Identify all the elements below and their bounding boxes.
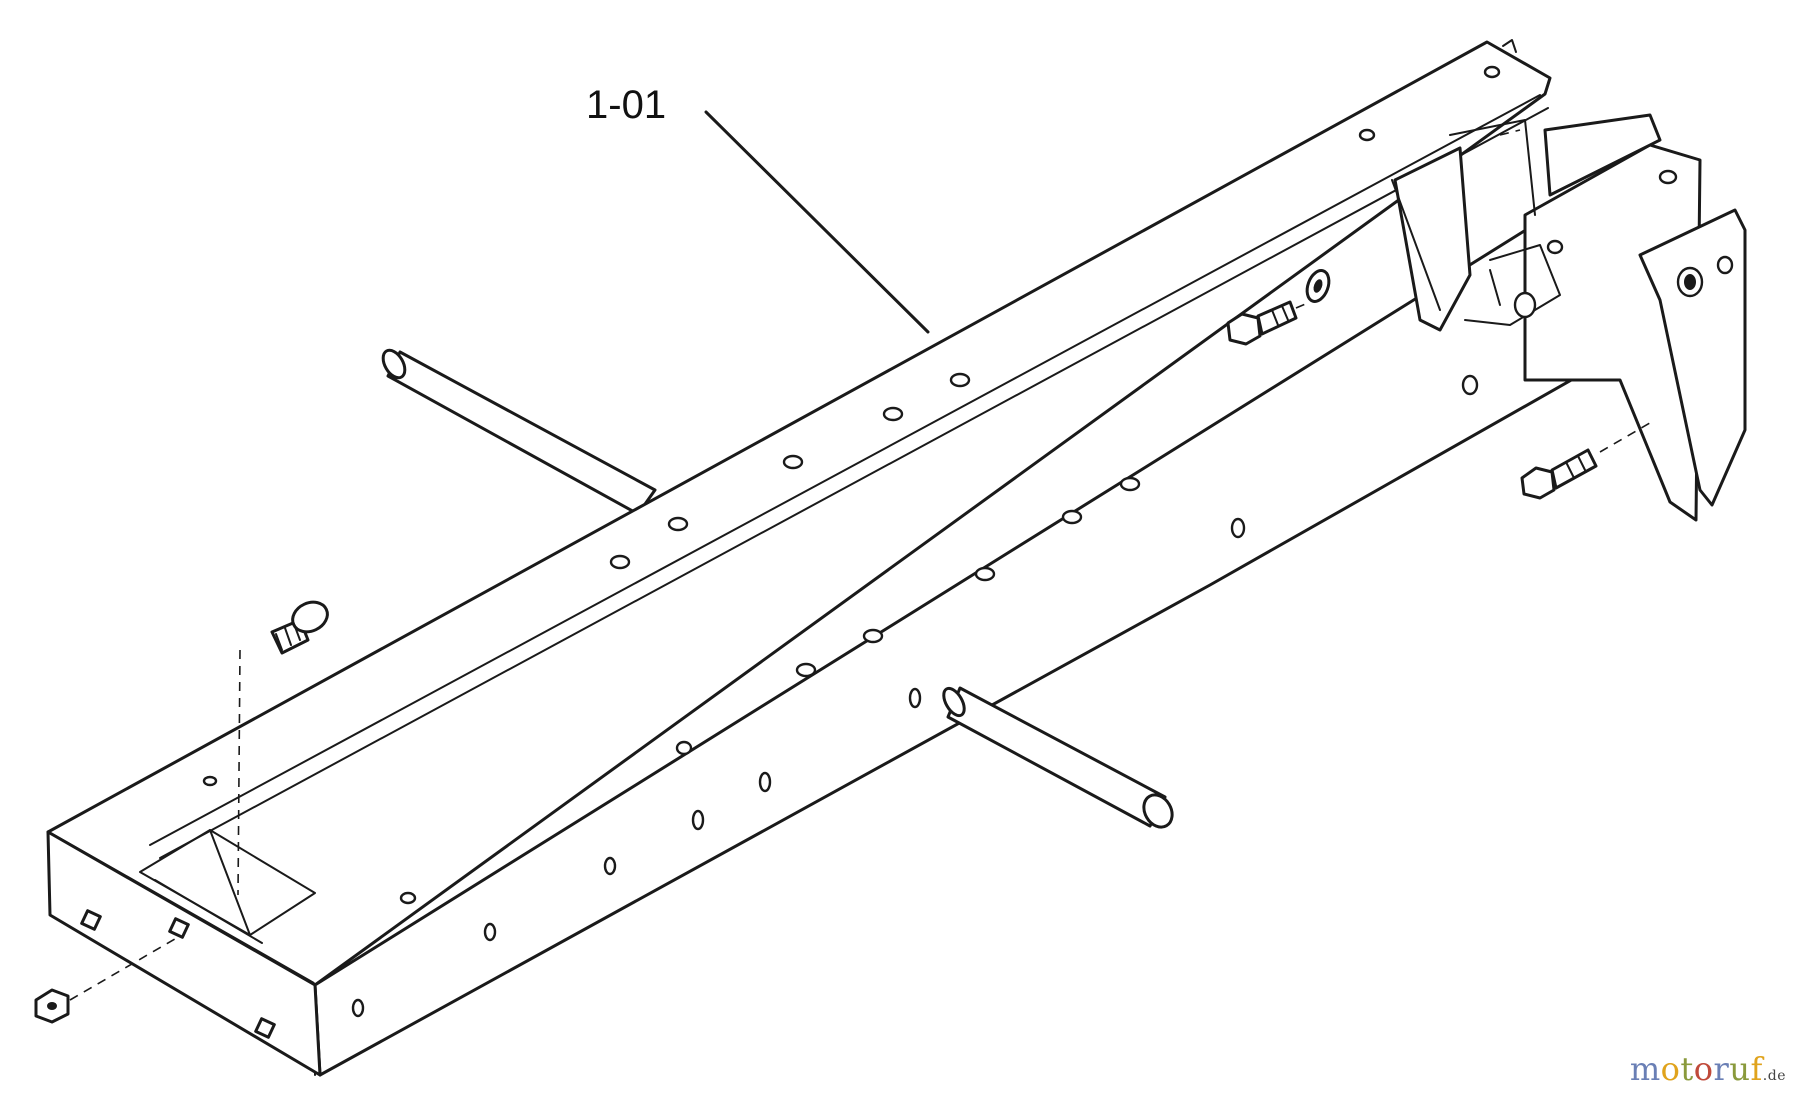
rear-bracket-assembly bbox=[1391, 113, 1747, 522]
top-pin bbox=[1502, 39, 1517, 53]
watermark-letter: m bbox=[1629, 1050, 1661, 1088]
center-bolt-guide-line bbox=[1295, 301, 1311, 309]
front-hex-nut bbox=[34, 988, 70, 1024]
top-flange-holes bbox=[202, 65, 1501, 787]
watermark-letter: f bbox=[1750, 1050, 1763, 1088]
watermark-letter: r bbox=[1713, 1050, 1730, 1088]
front-end-square-holes bbox=[80, 909, 276, 1039]
rear-hex-bolt bbox=[1520, 448, 1598, 500]
watermark-letter: o bbox=[1693, 1050, 1714, 1088]
watermark-letter: u bbox=[1729, 1050, 1751, 1088]
center-hex-bolt bbox=[1226, 300, 1298, 346]
watermark-tld: .de bbox=[1762, 1068, 1786, 1084]
watermark-logo: motoruf.de bbox=[1630, 1050, 1786, 1088]
watermark-letter: o bbox=[1660, 1050, 1681, 1088]
lock-washer bbox=[1305, 269, 1331, 303]
bracket-guide-line bbox=[1499, 129, 1521, 136]
rear-axle-shaft bbox=[381, 348, 657, 516]
main-rail bbox=[46, 40, 1598, 1077]
part-number-label: 1-01 bbox=[586, 83, 666, 127]
watermark-letter: t bbox=[1680, 1050, 1694, 1088]
side-face-holes bbox=[351, 169, 1734, 1018]
callout-leader-line bbox=[704, 110, 930, 334]
front-bolt-guide-line bbox=[237, 649, 241, 896]
front-axle-shaft bbox=[942, 686, 1174, 829]
front-carriage-bolt bbox=[270, 600, 329, 655]
front-nut-guide-line bbox=[69, 935, 181, 1001]
rear-bolt-guide-line bbox=[1599, 419, 1656, 453]
